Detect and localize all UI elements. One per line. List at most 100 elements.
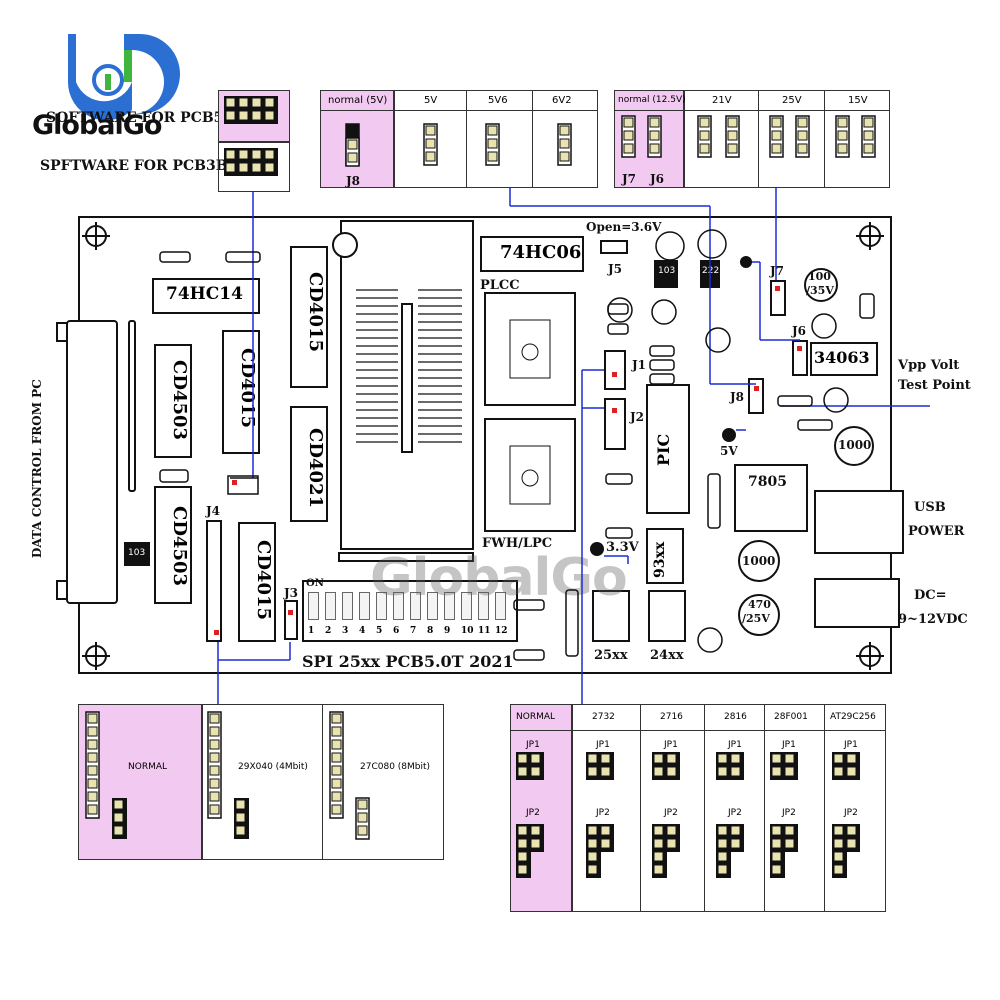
bl-27c080-8pin-pin — [331, 791, 342, 802]
jp1-label-at29c256: JP1 — [844, 740, 858, 750]
br-jp1-0-pin — [530, 766, 541, 777]
j8-board-label: J8 — [730, 390, 745, 404]
pcb3b-jumper-pin — [251, 162, 262, 173]
j3-header — [284, 600, 298, 640]
br-jp2b-5-pin — [833, 864, 844, 875]
br-jp1-4-pin — [771, 753, 782, 764]
bl-27c080-8pin-pin — [331, 752, 342, 763]
dip-number: 7 — [410, 626, 417, 636]
bl-normal-8pin-pin — [87, 713, 98, 724]
jumper-red-dot-3 — [797, 346, 802, 351]
jumper-red-dot-2 — [775, 286, 780, 291]
bl-27c080-single-pin — [357, 825, 368, 836]
cap-1000-b-label: 1000 — [742, 554, 776, 568]
bottom-right-col-at29c256: AT29C256 — [830, 712, 876, 722]
small-component-13 — [797, 419, 833, 431]
small-component-5 — [649, 359, 675, 371]
j7j6-jumper-0-pin — [623, 117, 634, 128]
cap-470-25v — [738, 594, 780, 636]
circle-component-1 — [697, 229, 727, 259]
voltage-j8-col-5v6: 5V6 — [488, 95, 508, 106]
br-jp2-1-pin — [587, 838, 598, 849]
bl-normal-8pin-pin — [87, 726, 98, 737]
bl-normal-8pin-pin — [87, 739, 98, 750]
resistor-103-b — [654, 260, 678, 288]
br-jp1-0-pin — [517, 753, 528, 764]
small-component-10 — [707, 473, 721, 529]
dip-on-label: ON — [306, 578, 324, 589]
dip-switch-slot — [478, 592, 489, 620]
dip-switch-slot — [495, 592, 506, 620]
br-jp2-0-pin — [530, 838, 541, 849]
bl-normal-8pin-pin — [87, 778, 98, 789]
small-component-7 — [605, 473, 633, 485]
j7j6-jumper-3-pin — [727, 143, 738, 154]
j7j6-jumper-6-pin — [837, 143, 848, 154]
bl-29x040-jumper-pin — [235, 825, 246, 836]
cap-100-35v — [804, 268, 838, 302]
dc-range-label: 9~12VDC — [898, 612, 968, 627]
plcc-inner-1 — [509, 445, 551, 505]
j6-board-label: J6 — [792, 324, 807, 338]
j3-label: J3 — [284, 586, 299, 600]
jp1-label-28f001: JP1 — [782, 740, 796, 750]
test-point-label: Test Point — [898, 378, 971, 393]
bl-29x040-8pin-pin — [209, 752, 220, 763]
small-component-9 — [859, 293, 875, 319]
small-component-1 — [225, 251, 261, 263]
small-component-8 — [605, 527, 633, 539]
br-jp2b-1-pin — [587, 864, 598, 875]
test-point-5v — [722, 428, 736, 442]
j4-jumper-box — [227, 475, 259, 495]
jp1-label-2716: JP1 — [664, 740, 678, 750]
bl-27c080-8pin-pin — [331, 778, 342, 789]
dip-number: 12 — [495, 626, 508, 636]
jp2-label-28f001: JP2 — [782, 808, 796, 818]
bottom-right-col-2716: 2716 — [660, 712, 683, 722]
chip-34063 — [810, 342, 878, 376]
br-jp1-5-pin — [833, 753, 844, 764]
j2-label: J2 — [630, 410, 645, 424]
pcb5-jumper-pin — [225, 97, 236, 108]
br-jp1-2-pin — [653, 766, 664, 777]
j7j6-jumper-4-pin — [771, 117, 782, 128]
circle-component-6 — [607, 297, 633, 323]
j7j6-jumper-0-pin — [623, 143, 634, 154]
pcb3b-jumper-pin — [251, 149, 262, 160]
small-component-4 — [649, 345, 675, 357]
circle-component-5 — [697, 627, 723, 653]
bl-normal-8pin-pin — [87, 765, 98, 776]
dip-number: 6 — [393, 626, 400, 636]
cap-100-label: 100 — [808, 270, 831, 283]
dip-number: 2 — [325, 626, 332, 636]
bl-29x040-8pin-pin — [209, 804, 220, 815]
plcc-center-1 — [521, 469, 539, 487]
dip-number: 1 — [308, 626, 315, 636]
br-jp1-4-pin — [784, 766, 795, 777]
voltage-j7-label: J7 — [622, 172, 637, 186]
cap-1000-a — [834, 426, 874, 466]
dip-switch-slot — [393, 592, 404, 620]
usb-label: USB — [914, 500, 946, 515]
pcb5-jumper-pin — [225, 110, 236, 121]
cap-1000-b — [738, 540, 780, 582]
j6-board-jumper — [792, 340, 808, 376]
small-component-2 — [607, 303, 629, 315]
j8-5v6-jumper-pin — [487, 151, 498, 162]
chip-pic — [646, 384, 690, 514]
j7j6-jumper-5-pin — [797, 130, 808, 141]
chip-25xx-label: 25xx — [594, 648, 628, 663]
voltage-j8-col-normal: normal (5V) — [328, 95, 388, 106]
dip-switch-slot — [325, 592, 336, 620]
j8-normal-pins-pin — [347, 139, 358, 150]
plcc-inner-0 — [509, 319, 551, 379]
br-jp1-4-pin — [784, 753, 795, 764]
br-jp1-5-pin — [846, 766, 857, 777]
j7-board-label: J7 — [770, 264, 785, 278]
br-jp1-2-pin — [666, 753, 677, 764]
bottom-right-col-2816: 2816 — [724, 712, 747, 722]
small-component-16 — [159, 469, 189, 483]
jumper-red-dot-6 — [214, 630, 219, 635]
voltage-j7j6-col-15v: 15V — [848, 95, 868, 106]
small-component-12 — [777, 395, 813, 407]
